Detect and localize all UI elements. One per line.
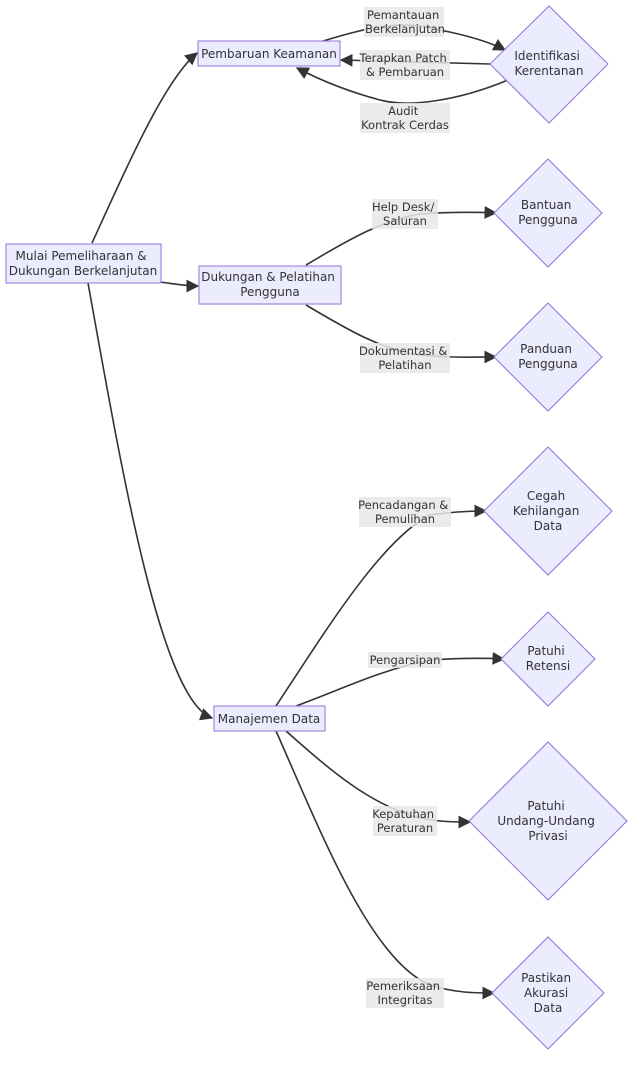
svg-text:Pencadangan & Pemuliha: Pencadangan & Pemulihan (358, 498, 452, 526)
node-dataloss-line3: Data (534, 519, 563, 533)
edge-label-helpdesk: Help Desk/ Saluran (372, 199, 438, 229)
node-start[interactable]: Mulai Pemeliharaan & Dukungan Berkelanju… (5, 243, 162, 284)
edge-label-docs-line1: Dokumentasi & (359, 344, 447, 358)
edge-label-audit-line2: Kontrak Cerdas (361, 118, 449, 132)
svg-text:Kepatuhan Peraturan: Kepatuhan Peraturan (372, 807, 437, 835)
svg-text:Pemantauan Berkelanjut: Pemantauan Berkelanjutan (365, 8, 445, 36)
node-dataloss-line2: Kehilangan (513, 504, 579, 518)
edge-label-monitoring-line2: Berkelanjutan (365, 22, 445, 36)
edge-label-compliance: Kepatuhan Peraturan (372, 806, 437, 836)
node-identify-vulnerabilities[interactable]: Identifikasi Kerentanan (489, 5, 609, 124)
edge-label-integrity-line1: Pemeriksaan (366, 979, 440, 993)
svg-text:Dukungan & Pelatihan Pen: Dukungan & Pelatihan Pengguna (201, 270, 339, 299)
node-dataloss-line1: Cegah (527, 489, 565, 503)
svg-text:Pengarsipan: Pengarsipan (370, 653, 441, 667)
node-prevent-data-loss[interactable]: Cegah Kehilangan Data (483, 446, 613, 576)
node-user-support[interactable]: Dukungan & Pelatihan Pengguna (198, 265, 342, 305)
svg-text:Manajemen Data: Manajemen Data (218, 712, 321, 726)
svg-text:Terapkan Patch & Pemba: Terapkan Patch & Pembaruan (359, 51, 451, 79)
node-guide-line1: Panduan (520, 342, 572, 356)
edge-label-helpdesk-line2: Saluran (383, 214, 427, 228)
svg-text:Bantuan Pengguna: Bantuan Pengguna (518, 198, 578, 227)
edge-label-archive-line1: Pengarsipan (370, 653, 441, 667)
node-security-line1: Pembaruan Keamanan (201, 47, 337, 61)
svg-text:Mulai Pemeliharaan & Duk: Mulai Pemeliharaan & Dukungan Berkelanju… (9, 249, 157, 278)
svg-text:Identifikasi Kerentanan: Identifikasi Kerentanan (514, 49, 583, 78)
edge-label-docs-line2: Pelatihan (378, 358, 431, 372)
edge-start-to-security (91, 52, 198, 244)
edge-datamgmt-to-accuracy (275, 730, 496, 1000)
node-support-line2: Pengguna (240, 285, 300, 299)
node-vuln-line1: Identifikasi (514, 49, 579, 63)
edge-label-docs: Dokumentasi & Pelatihan (359, 343, 451, 373)
node-retention-line2: Retensi (526, 659, 570, 673)
svg-text:Cegah Kehilangan D: Cegah Kehilangan Data (513, 489, 583, 533)
node-retention-line1: Patuhi (527, 644, 564, 658)
edge-vuln-to-security-audit (295, 67, 509, 104)
svg-text:Pastikan Akurasi D: Pastikan Akurasi Data (521, 971, 575, 1015)
edge-start-to-datamgmt (87, 282, 214, 721)
node-comply-retention[interactable]: Patuhi Retensi (500, 611, 596, 707)
node-support-line1: Dukungan & Pelatihan (201, 270, 335, 284)
edge-start-to-support (159, 279, 200, 293)
node-helpuser-line2: Pengguna (518, 213, 578, 227)
edge-label-audit: Audit Kontrak Cerdas (360, 103, 450, 133)
node-accuracy-line1: Pastikan (521, 971, 571, 985)
edge-label-helpdesk-line1: Help Desk/ (372, 200, 434, 214)
edge-label-backup-line2: Pemulihan (375, 512, 435, 526)
svg-text:Pemeriksaan Integritas: Pemeriksaan Integritas (366, 979, 444, 1007)
node-data-management[interactable]: Manajemen Data (213, 705, 326, 732)
node-privacy-line1: Patuhi (527, 799, 564, 813)
node-privacy-line2: Undang-Undang (497, 814, 595, 828)
svg-text:Panduan Pengguna: Panduan Pengguna (518, 342, 578, 371)
edge-label-integrity: Pemeriksaan Integritas (366, 978, 444, 1008)
edge-label-patch-line2: & Pembaruan (366, 65, 444, 79)
svg-text:Pembaruan Keamanan: Pembaruan Keamanan (201, 47, 337, 61)
edge-label-backup: Pencadangan & Pemulihan (358, 497, 452, 527)
edge-label-compliance-line2: Peraturan (377, 821, 433, 835)
node-user-guide[interactable]: Panduan Pengguna (493, 302, 603, 412)
node-vuln-line2: Kerentanan (515, 64, 584, 78)
svg-text:Audit Kontrak Cerdas: Audit Kontrak Cerdas (361, 104, 449, 132)
node-comply-privacy-law[interactable]: Patuhi Undang-Undang Privasi (468, 741, 628, 901)
node-helpuser-line1: Bantuan (521, 198, 571, 212)
svg-text:Patuhi Undang-Undang: Patuhi Undang-Undang Privasi (497, 799, 598, 843)
node-guide-line2: Pengguna (518, 357, 578, 371)
svg-text:Dokumentasi & Pelatiha: Dokumentasi & Pelatihan (359, 344, 451, 372)
edge-label-patch: Terapkan Patch & Pembaruan (359, 50, 451, 80)
edge-label-archive: Pengarsipan (368, 652, 442, 668)
node-user-help[interactable]: Bantuan Pengguna (493, 158, 603, 268)
edge-labels-layer: Pemantauan Berkelanjutan Terapkan Patch … (358, 7, 452, 1008)
node-security-updates[interactable]: Pembaruan Keamanan (197, 40, 341, 67)
node-start-line1: Mulai Pemeliharaan & (16, 249, 147, 263)
edge-label-compliance-line1: Kepatuhan (372, 807, 434, 821)
edge-label-audit-line1: Audit (388, 104, 419, 118)
edge-label-monitoring: Pemantauan Berkelanjutan (364, 7, 445, 37)
edge-label-integrity-line2: Integritas (377, 993, 432, 1007)
node-start-line2: Dukungan Berkelanjutan (9, 264, 157, 278)
svg-text:Help Desk/ Saluran: Help Desk/ Saluran (372, 200, 438, 228)
edge-datamgmt-to-dataloss (275, 504, 488, 707)
node-privacy-line3: Privasi (528, 829, 567, 843)
edge-label-backup-line1: Pencadangan & (358, 498, 448, 512)
node-datamgmt-line1: Manajemen Data (218, 712, 321, 726)
svg-text:Patuhi Retensi: Patuhi Retensi (526, 644, 570, 673)
node-ensure-data-accuracy[interactable]: Pastikan Akurasi Data (491, 936, 605, 1050)
node-accuracy-line2: Akurasi (524, 986, 568, 1000)
edge-label-patch-line1: Terapkan Patch (359, 51, 447, 65)
node-accuracy-line3: Data (534, 1001, 563, 1015)
edge-label-monitoring-line1: Pemantauan (367, 8, 439, 22)
